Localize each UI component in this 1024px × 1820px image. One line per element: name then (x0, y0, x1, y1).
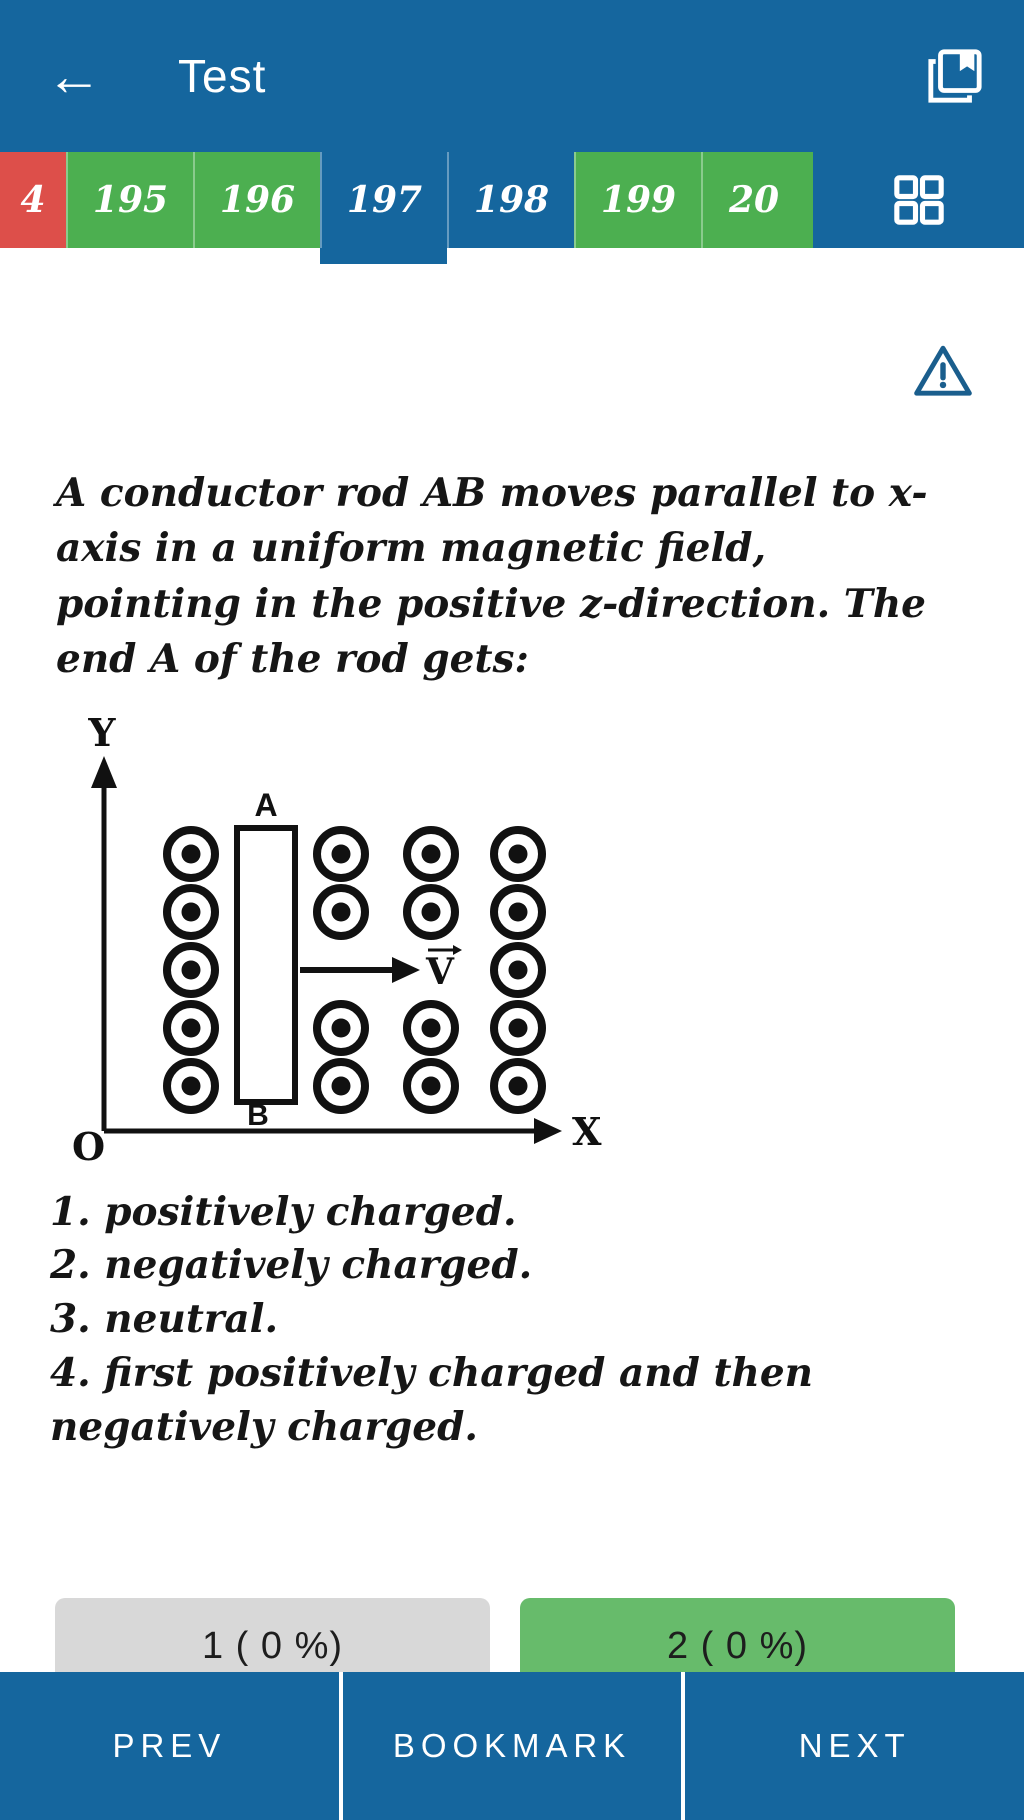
grid-2x2-icon (893, 175, 944, 225)
back-button[interactable]: ← (46, 44, 102, 107)
velocity-arrow (300, 956, 420, 983)
question-diagram: Y X O A B V (72, 710, 602, 1164)
rod-end-a-label: A (254, 787, 277, 823)
prev-button[interactable]: PREV (112, 1727, 227, 1764)
tab-199[interactable]: 199 (574, 152, 701, 248)
y-axis-arrowhead (91, 755, 117, 788)
option-3: 3. neutral. (50, 1296, 279, 1343)
x-axis-label: X (572, 1109, 602, 1154)
tab-label: 197 (346, 179, 423, 221)
top-bar: ← Test 4 195 196 197 198 199 20 (0, 0, 1024, 264)
answer-stat-label: 2 ( 0 %) (666, 1624, 809, 1667)
question-text: A conductor rod AB moves parallel to x-a… (56, 470, 928, 683)
tab-label: 195 (92, 179, 169, 221)
tab-196[interactable]: 196 (193, 152, 320, 248)
tab-label: 196 (219, 179, 296, 221)
option-4: 4. first positively charged and then neg… (50, 1349, 814, 1450)
next-button[interactable]: NEXT (798, 1727, 911, 1764)
tab-right-partial[interactable]: 20 (701, 152, 813, 248)
question-tab-bar: 4 195 196 197 198 199 20 (0, 152, 1024, 264)
origin-label: O (72, 1124, 105, 1164)
x-axis-arrowhead (534, 1117, 562, 1144)
tab-195[interactable]: 195 (66, 152, 193, 248)
tab-label: 199 (600, 179, 677, 221)
tab-label: 20 (729, 179, 780, 221)
tab-label: 4 (20, 179, 46, 221)
y-axis-label: Y (87, 710, 116, 755)
page-title: Test (178, 50, 267, 102)
question-area: A conductor rod AB moves parallel to x-a… (0, 248, 1024, 1455)
velocity-label: V (425, 951, 455, 993)
tab-197-current[interactable]: 197 (320, 152, 447, 264)
nav-divider (338, 1672, 343, 1820)
bottom-nav-bar: PREV BOOKMARK NEXT (0, 1672, 1024, 1820)
tab-198[interactable]: 198 (447, 152, 574, 248)
conductor-rod (234, 824, 298, 1105)
tab-left-partial[interactable]: 4 (0, 152, 66, 248)
nav-divider (681, 1672, 686, 1820)
bookmark-button[interactable]: BOOKMARK (392, 1727, 632, 1764)
rod-end-b-label: B (247, 1099, 269, 1132)
vector-overbar-head (453, 944, 462, 955)
app-header: ← Test (0, 0, 1024, 152)
tab-label: 198 (473, 179, 550, 221)
library-bookmark-icon[interactable] (926, 47, 984, 105)
answer-stat-label: 1 ( 0 %) (201, 1624, 344, 1667)
option-1: 1. positively charged. (50, 1188, 517, 1235)
question-grid-button[interactable] (813, 152, 1024, 248)
options-list: 1. positively charged. 2. negatively cha… (50, 1186, 974, 1455)
option-2: 2. negatively charged. (50, 1242, 533, 1289)
report-warning-icon[interactable] (912, 340, 974, 402)
